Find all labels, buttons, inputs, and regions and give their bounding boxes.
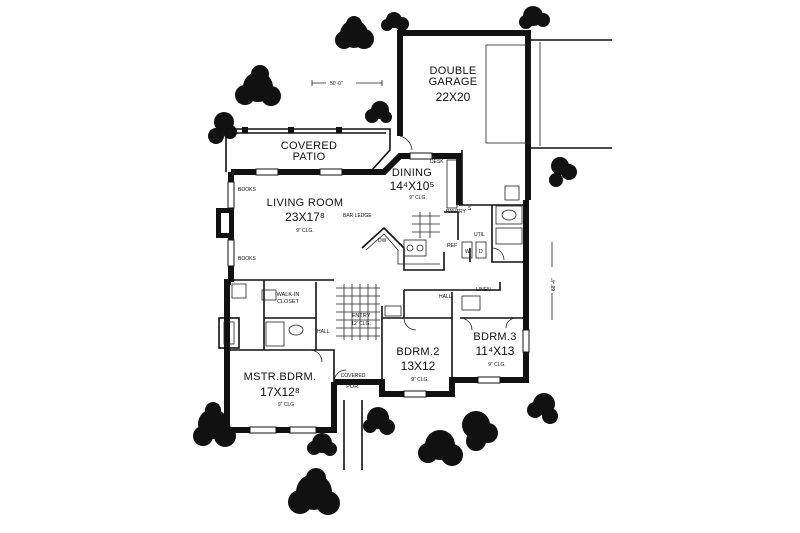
width-dimension: 50'-0" bbox=[311, 77, 383, 88]
patio-label-line1: COVERED bbox=[281, 140, 338, 152]
washer-label: W bbox=[465, 249, 470, 255]
shrub bbox=[193, 402, 236, 447]
covered-patio bbox=[225, 127, 413, 172]
fixtures bbox=[218, 185, 523, 349]
shrub bbox=[235, 65, 281, 106]
overall-width-label: 50'-0" bbox=[330, 81, 343, 87]
master-bedroom-label: MSTR.BDRM. bbox=[244, 371, 317, 383]
master-bedroom-ceiling: 9" CLG bbox=[278, 402, 294, 408]
fireplace bbox=[216, 208, 232, 238]
walkin-closet-label-line1: WALK-IN bbox=[277, 292, 300, 298]
entry-label: ENTRY bbox=[352, 313, 371, 319]
sink-label: S bbox=[468, 206, 472, 212]
patio-label-line2: PATIO bbox=[293, 151, 326, 163]
linen-label: LINEN bbox=[476, 287, 491, 293]
refrigerator-label: REF bbox=[447, 243, 457, 249]
shrub bbox=[208, 112, 237, 144]
books-top-label: BOOKS bbox=[238, 187, 256, 193]
dryer-label: D bbox=[479, 249, 483, 255]
desk-label: DESK bbox=[430, 159, 444, 165]
shrub bbox=[381, 12, 409, 31]
doors bbox=[309, 247, 517, 383]
garage-label-line2: GARAGE bbox=[429, 76, 478, 88]
dining-dimensions: 14⁴X10⁵ bbox=[390, 179, 435, 193]
living-room-ceiling: 9" CLG. bbox=[296, 228, 314, 234]
dining-ceiling: 9" CLG. bbox=[409, 195, 427, 201]
garage-label-line1: DOUBLE bbox=[429, 65, 476, 77]
porch-label-line1: COVERED bbox=[341, 373, 366, 379]
utility-label: UTIL bbox=[474, 232, 485, 238]
bar-ledge-label: BAR LEDGE bbox=[343, 213, 372, 219]
landscaping bbox=[193, 6, 577, 515]
books-bottom-label: BOOKS bbox=[238, 256, 256, 262]
hall-main-label: HALL bbox=[439, 294, 452, 300]
shrub bbox=[527, 393, 558, 424]
walkway bbox=[343, 400, 363, 470]
kitchen bbox=[361, 159, 459, 271]
shrub bbox=[307, 433, 337, 456]
bedroom3-dimensions: 11⁴X13 bbox=[476, 344, 515, 358]
windows bbox=[227, 152, 530, 434]
depth-dimension: 68'-4" bbox=[546, 242, 558, 320]
overall-depth-label: 68'-4" bbox=[551, 278, 557, 291]
tile-floor bbox=[336, 212, 440, 340]
shrub bbox=[549, 157, 577, 187]
dishwasher-label: DW bbox=[378, 238, 387, 244]
shrub bbox=[418, 430, 463, 466]
driveway bbox=[528, 39, 612, 149]
entry-ceiling: 12' CLG. bbox=[351, 321, 371, 327]
bedroom3-label: BDRM.3 bbox=[473, 331, 516, 343]
living-room-label: LIVING ROOM bbox=[267, 197, 344, 209]
garage-dimensions: 22X20 bbox=[436, 90, 471, 104]
shrub bbox=[363, 407, 395, 435]
shrub bbox=[365, 101, 392, 123]
room-labels: DOUBLE GARAGE 22X20 COVERED PATIO DINING… bbox=[244, 65, 517, 408]
bedroom2-dimensions: 13X12 bbox=[401, 359, 436, 373]
dining-label: DINING bbox=[392, 167, 432, 179]
interior-walls bbox=[227, 204, 526, 394]
shrub bbox=[335, 16, 374, 49]
porch-label-line2: POR. bbox=[346, 384, 360, 390]
master-bedroom-dimensions: 17X12⁸ bbox=[260, 385, 300, 399]
hall-master-label: HALL bbox=[317, 329, 330, 335]
bedroom2-label: BDRM.2 bbox=[396, 346, 439, 358]
bedroom3-ceiling: 9" CLG. bbox=[488, 362, 506, 368]
walkin-closet-label-line2: CLOSET bbox=[277, 299, 300, 305]
fixture-labels: BOOKS BOOKS BAR LEDGE DESK PANTRY HALL H… bbox=[238, 159, 491, 335]
shrub bbox=[519, 6, 550, 29]
living-room-dimensions: 23X17⁸ bbox=[285, 210, 325, 224]
shrub bbox=[462, 411, 498, 451]
bedroom2-ceiling: 9" CLG. bbox=[411, 377, 429, 383]
pantry-label: PANTRY bbox=[446, 209, 466, 215]
shrub bbox=[288, 468, 340, 515]
